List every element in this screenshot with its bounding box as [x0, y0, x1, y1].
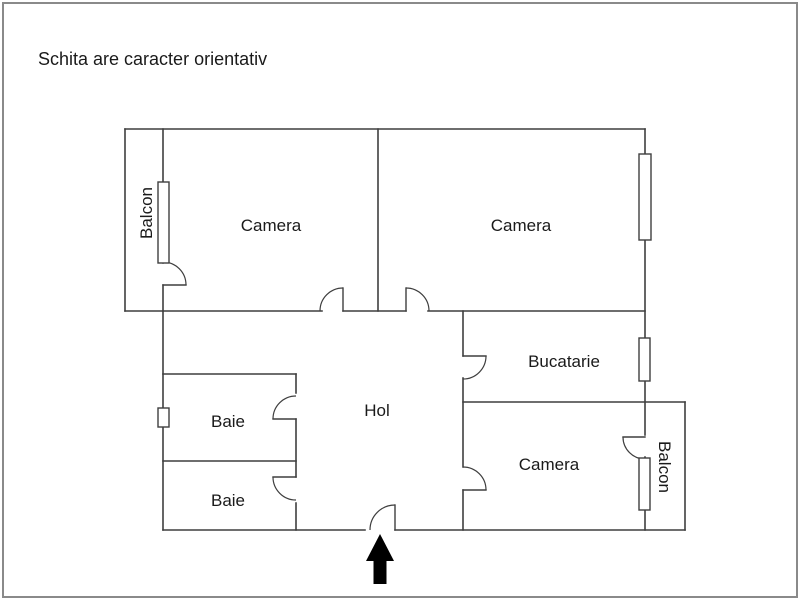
label-baie-bottom: Baie [211, 491, 245, 510]
label-camera-bottom-right: Camera [519, 455, 580, 474]
windows [157, 153, 652, 511]
window-balcon-left [157, 181, 170, 264]
window-bucatarie [638, 337, 651, 382]
door-arc-camera-top-right [405, 287, 430, 312]
label-camera-top-right: Camera [491, 216, 552, 235]
window-camera-top-right [638, 153, 652, 241]
door-arc-camera-bottom [462, 466, 487, 491]
doors [162, 261, 646, 531]
door-arc-baie-top [272, 395, 297, 420]
label-baie-top: Baie [211, 412, 245, 431]
door-arc-camera-top-left [319, 287, 344, 312]
entrance-arrow-icon [366, 534, 394, 584]
window-camera-bottom [638, 457, 651, 511]
walls [124, 128, 686, 531]
door-arc-balcon-left [162, 261, 187, 286]
label-camera-top-left: Camera [241, 216, 302, 235]
window-baie [157, 407, 170, 428]
label-bucatarie: Bucatarie [528, 352, 600, 371]
disclaimer-title: Schita are caracter orientativ [38, 49, 267, 69]
door-arc-bucatarie [462, 355, 487, 380]
room-labels: Camera Camera Camera Bucatarie Baie Baie… [137, 187, 674, 510]
door-arc-baie-bottom [272, 476, 297, 501]
label-balcon-right: Balcon [655, 441, 674, 493]
door-arc-entrance [369, 504, 396, 531]
label-balcon-left: Balcon [137, 187, 156, 239]
label-hol: Hol [364, 401, 390, 420]
door-arc-balcon-right [622, 436, 646, 460]
